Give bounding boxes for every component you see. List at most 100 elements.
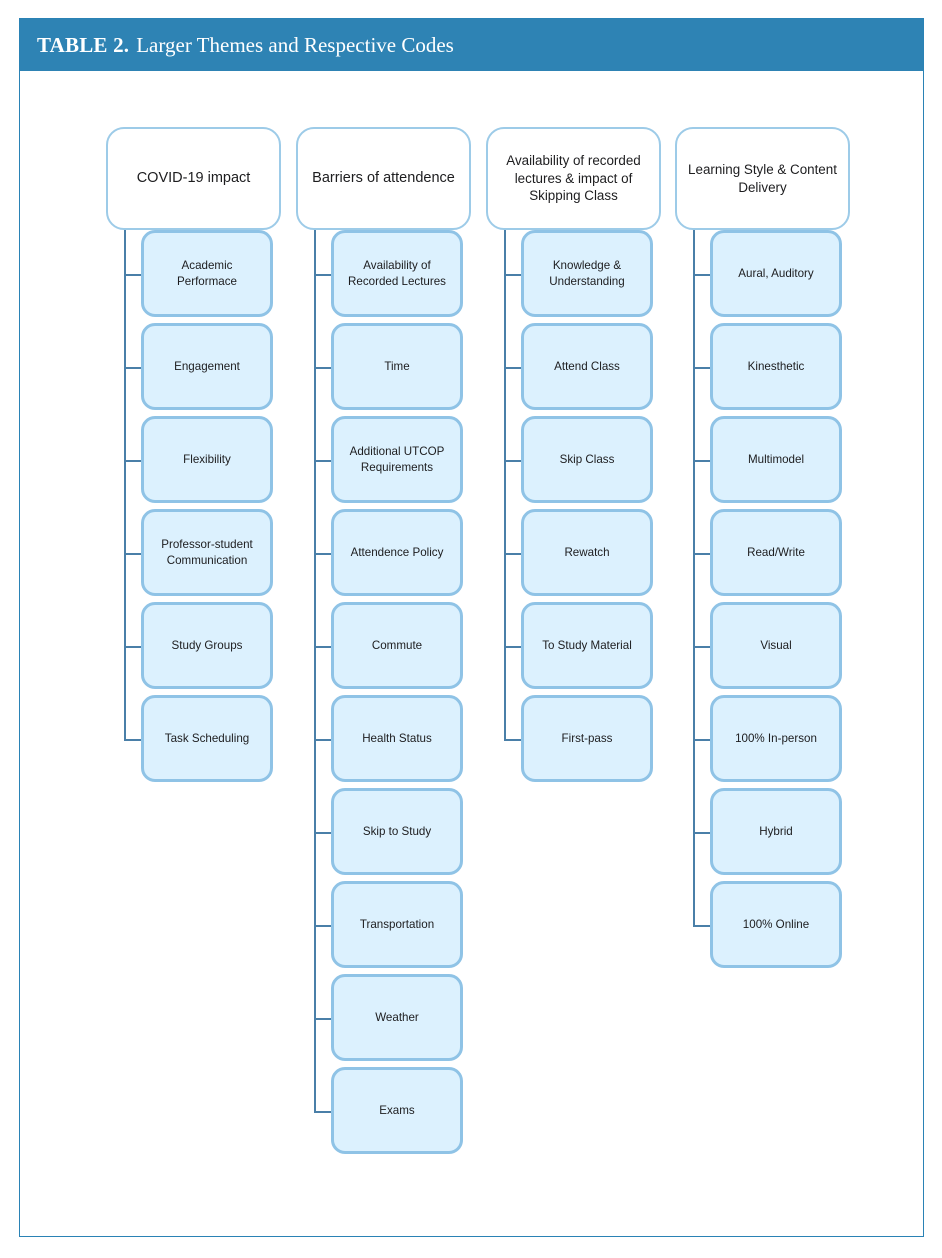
connector-stub [693,738,711,741]
code-row: Attend Class [486,323,661,416]
code-row: Aural, Auditory [675,230,850,323]
code-box[interactable]: Weather [331,974,463,1061]
connector-stub [124,738,142,741]
table-caption: Larger Themes and Respective Codes [136,32,454,57]
code-row: Attendence Policy [296,509,471,602]
code-box[interactable]: Time [331,323,463,410]
connector-stub [504,459,522,462]
connector-stub [314,738,332,741]
code-row: Transportation [296,881,471,974]
code-row: Rewatch [486,509,661,602]
code-box[interactable]: Read/Write [710,509,842,596]
code-row: Exams [296,1067,471,1160]
connector-stub [504,645,522,648]
connector-stub [504,366,522,369]
code-box[interactable]: Engagement [141,323,273,410]
connector-stub [124,552,142,555]
connector-stub [314,924,332,927]
code-row: Additional UTCOP Requirements [296,416,471,509]
code-box[interactable]: First-pass [521,695,653,782]
connector-stub [504,273,522,276]
code-row: Hybrid [675,788,850,881]
connector-stub [693,273,711,276]
connector-stub [314,552,332,555]
table-header: TABLE 2. Larger Themes and Respective Co… [20,19,923,71]
code-box[interactable]: Attendence Policy [331,509,463,596]
code-box[interactable]: Kinesthetic [710,323,842,410]
connector-stub [314,1017,332,1020]
code-box[interactable]: Availability of Recorded Lectures [331,230,463,317]
code-box[interactable]: Professor-student Communication [141,509,273,596]
connector-stub [314,1110,332,1113]
connector-spine [124,230,126,741]
code-box[interactable]: Multimodel [710,416,842,503]
code-row: 100% Online [675,881,850,974]
theme-box[interactable]: Barriers of attendence [296,127,471,230]
code-row: Academic Performace [106,230,281,323]
theme-box[interactable]: Availability of recorded lectures & impa… [486,127,661,230]
connector-stub [693,645,711,648]
code-box[interactable]: Additional UTCOP Requirements [331,416,463,503]
code-box[interactable]: Academic Performace [141,230,273,317]
code-row: Task Scheduling [106,695,281,788]
connector-stub [504,738,522,741]
connector-stub [314,459,332,462]
code-box[interactable]: Visual [710,602,842,689]
connector-spine [693,230,695,927]
theme-box[interactable]: Learning Style & Content Delivery [675,127,850,230]
code-box[interactable]: Rewatch [521,509,653,596]
connector-stub [314,645,332,648]
code-row: Commute [296,602,471,695]
theme-column: Availability of recorded lectures & impa… [486,127,661,788]
connector-stub [314,273,332,276]
code-box[interactable]: Hybrid [710,788,842,875]
code-box[interactable]: Study Groups [141,602,273,689]
connector-stub [314,831,332,834]
code-row: Skip to Study [296,788,471,881]
code-row: Kinesthetic [675,323,850,416]
code-box[interactable]: 100% In-person [710,695,842,782]
code-box[interactable]: Task Scheduling [141,695,273,782]
code-row: Professor-student Communication [106,509,281,602]
code-box[interactable]: Attend Class [521,323,653,410]
code-row: Study Groups [106,602,281,695]
code-row: Read/Write [675,509,850,602]
code-box[interactable]: Aural, Auditory [710,230,842,317]
code-box[interactable]: Flexibility [141,416,273,503]
code-box[interactable]: Health Status [331,695,463,782]
code-box[interactable]: Knowledge & Understanding [521,230,653,317]
code-box[interactable]: 100% Online [710,881,842,968]
code-box[interactable]: Transportation [331,881,463,968]
code-box[interactable]: To Study Material [521,602,653,689]
code-row: Availability of Recorded Lectures [296,230,471,323]
code-row: Knowledge & Understanding [486,230,661,323]
code-box[interactable]: Skip to Study [331,788,463,875]
connector-stub [314,366,332,369]
connector-stub [693,459,711,462]
code-box[interactable]: Skip Class [521,416,653,503]
code-box[interactable]: Exams [331,1067,463,1154]
connector-stub [124,273,142,276]
connector-spine [314,230,316,1113]
connector-stub [693,552,711,555]
connector-stub [124,459,142,462]
figure-frame: TABLE 2. Larger Themes and Respective Co… [19,18,924,1237]
connector-stub [124,366,142,369]
connector-stub [693,366,711,369]
code-row: Engagement [106,323,281,416]
code-row: To Study Material [486,602,661,695]
connector-stub [124,645,142,648]
theme-box[interactable]: COVID-19 impact [106,127,281,230]
code-row: Health Status [296,695,471,788]
code-row: 100% In-person [675,695,850,788]
connector-spine [504,230,506,741]
code-row: Skip Class [486,416,661,509]
code-box[interactable]: Commute [331,602,463,689]
